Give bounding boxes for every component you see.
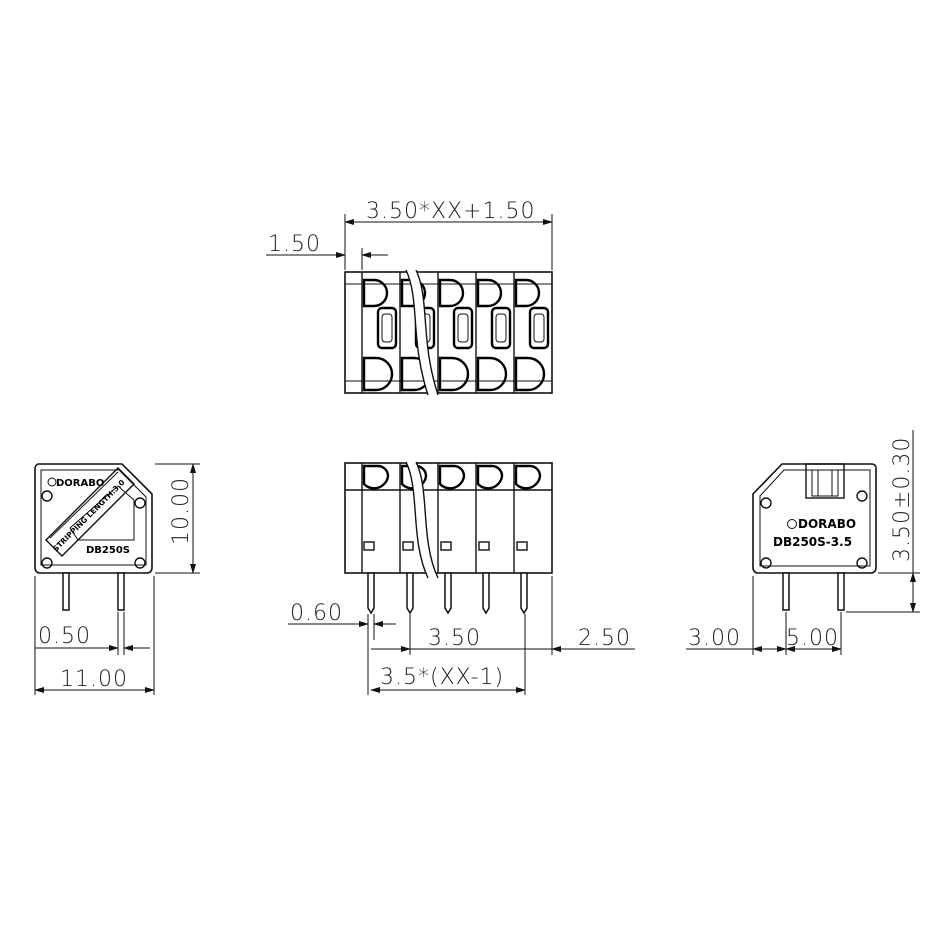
front-right-label: 2.50 — [578, 626, 631, 651]
top-offset-dimension: 1.50 — [266, 232, 388, 270]
back-pitch-label: 5.00 — [786, 626, 839, 651]
front-total-dimension: 3.5*(XX-1) — [370, 655, 526, 695]
side-pin-label: 0.50 — [38, 624, 91, 649]
top-view-break — [405, 269, 439, 396]
side-width-label: 11.00 — [60, 667, 128, 692]
top-offset-label: 1.50 — [268, 232, 321, 257]
front-view-windows — [363, 541, 528, 551]
side-pin-dimension: 0.50 — [35, 612, 150, 655]
top-view — [344, 269, 553, 396]
side-height-dimension: 10.00 — [155, 463, 200, 574]
front-pin-label: 0.60 — [290, 601, 343, 626]
back-pin-length-label: 3.50±0.30 — [890, 437, 915, 562]
back-model-label: DB250S-3.5 — [773, 535, 852, 549]
top-view-slots — [376, 306, 550, 350]
front-view-break — [405, 461, 439, 579]
side-brand-label: DORABO — [56, 478, 104, 489]
side-model-label: DB250S — [86, 545, 130, 556]
back-offset-label: 3.00 — [688, 626, 741, 651]
top-view-levers-upper — [362, 278, 541, 308]
front-pin-dimension: 0.60 — [288, 601, 396, 695]
top-view-modules — [345, 272, 552, 393]
back-offset-dimension: 3.00 5.00 — [686, 576, 842, 655]
front-total-label: 3.5*(XX-1) — [380, 665, 504, 690]
front-view — [344, 461, 553, 615]
top-width-dimension: 3.50*XX+1.50 — [344, 199, 553, 270]
front-right-dimension: 2.50 — [525, 576, 635, 655]
back-view: DORABO DB250S-3.5 — [752, 463, 877, 611]
front-pitch-dimension: 3.50 — [371, 614, 526, 655]
side-width-dimension: 11.00 — [34, 576, 155, 695]
side-height-label: 10.00 — [169, 477, 194, 545]
side-view: DORABO DB250S STRIPPING LENGTH:3.0 — [34, 463, 153, 611]
back-pin-length-dimension: 3.50±0.30 — [846, 430, 920, 613]
front-view-pins — [367, 572, 528, 615]
back-brand-label: DORABO — [798, 517, 856, 531]
front-pitch-label: 3.50 — [428, 626, 481, 651]
front-view-levers — [362, 464, 542, 490]
top-width-label: 3.50*XX+1.50 — [366, 199, 536, 224]
